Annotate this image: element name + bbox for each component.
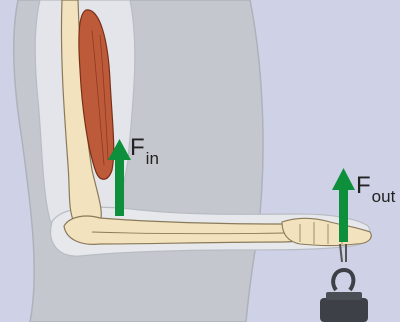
force-in-symbol: F: [130, 134, 145, 161]
hanging-weight-icon: [320, 244, 368, 322]
force-in-label: Fin: [130, 136, 159, 160]
force-out-label: Fout: [356, 174, 395, 198]
force-out-subscript: out: [372, 187, 396, 206]
force-in-subscript: in: [146, 149, 159, 168]
force-out-symbol: F: [356, 172, 371, 199]
